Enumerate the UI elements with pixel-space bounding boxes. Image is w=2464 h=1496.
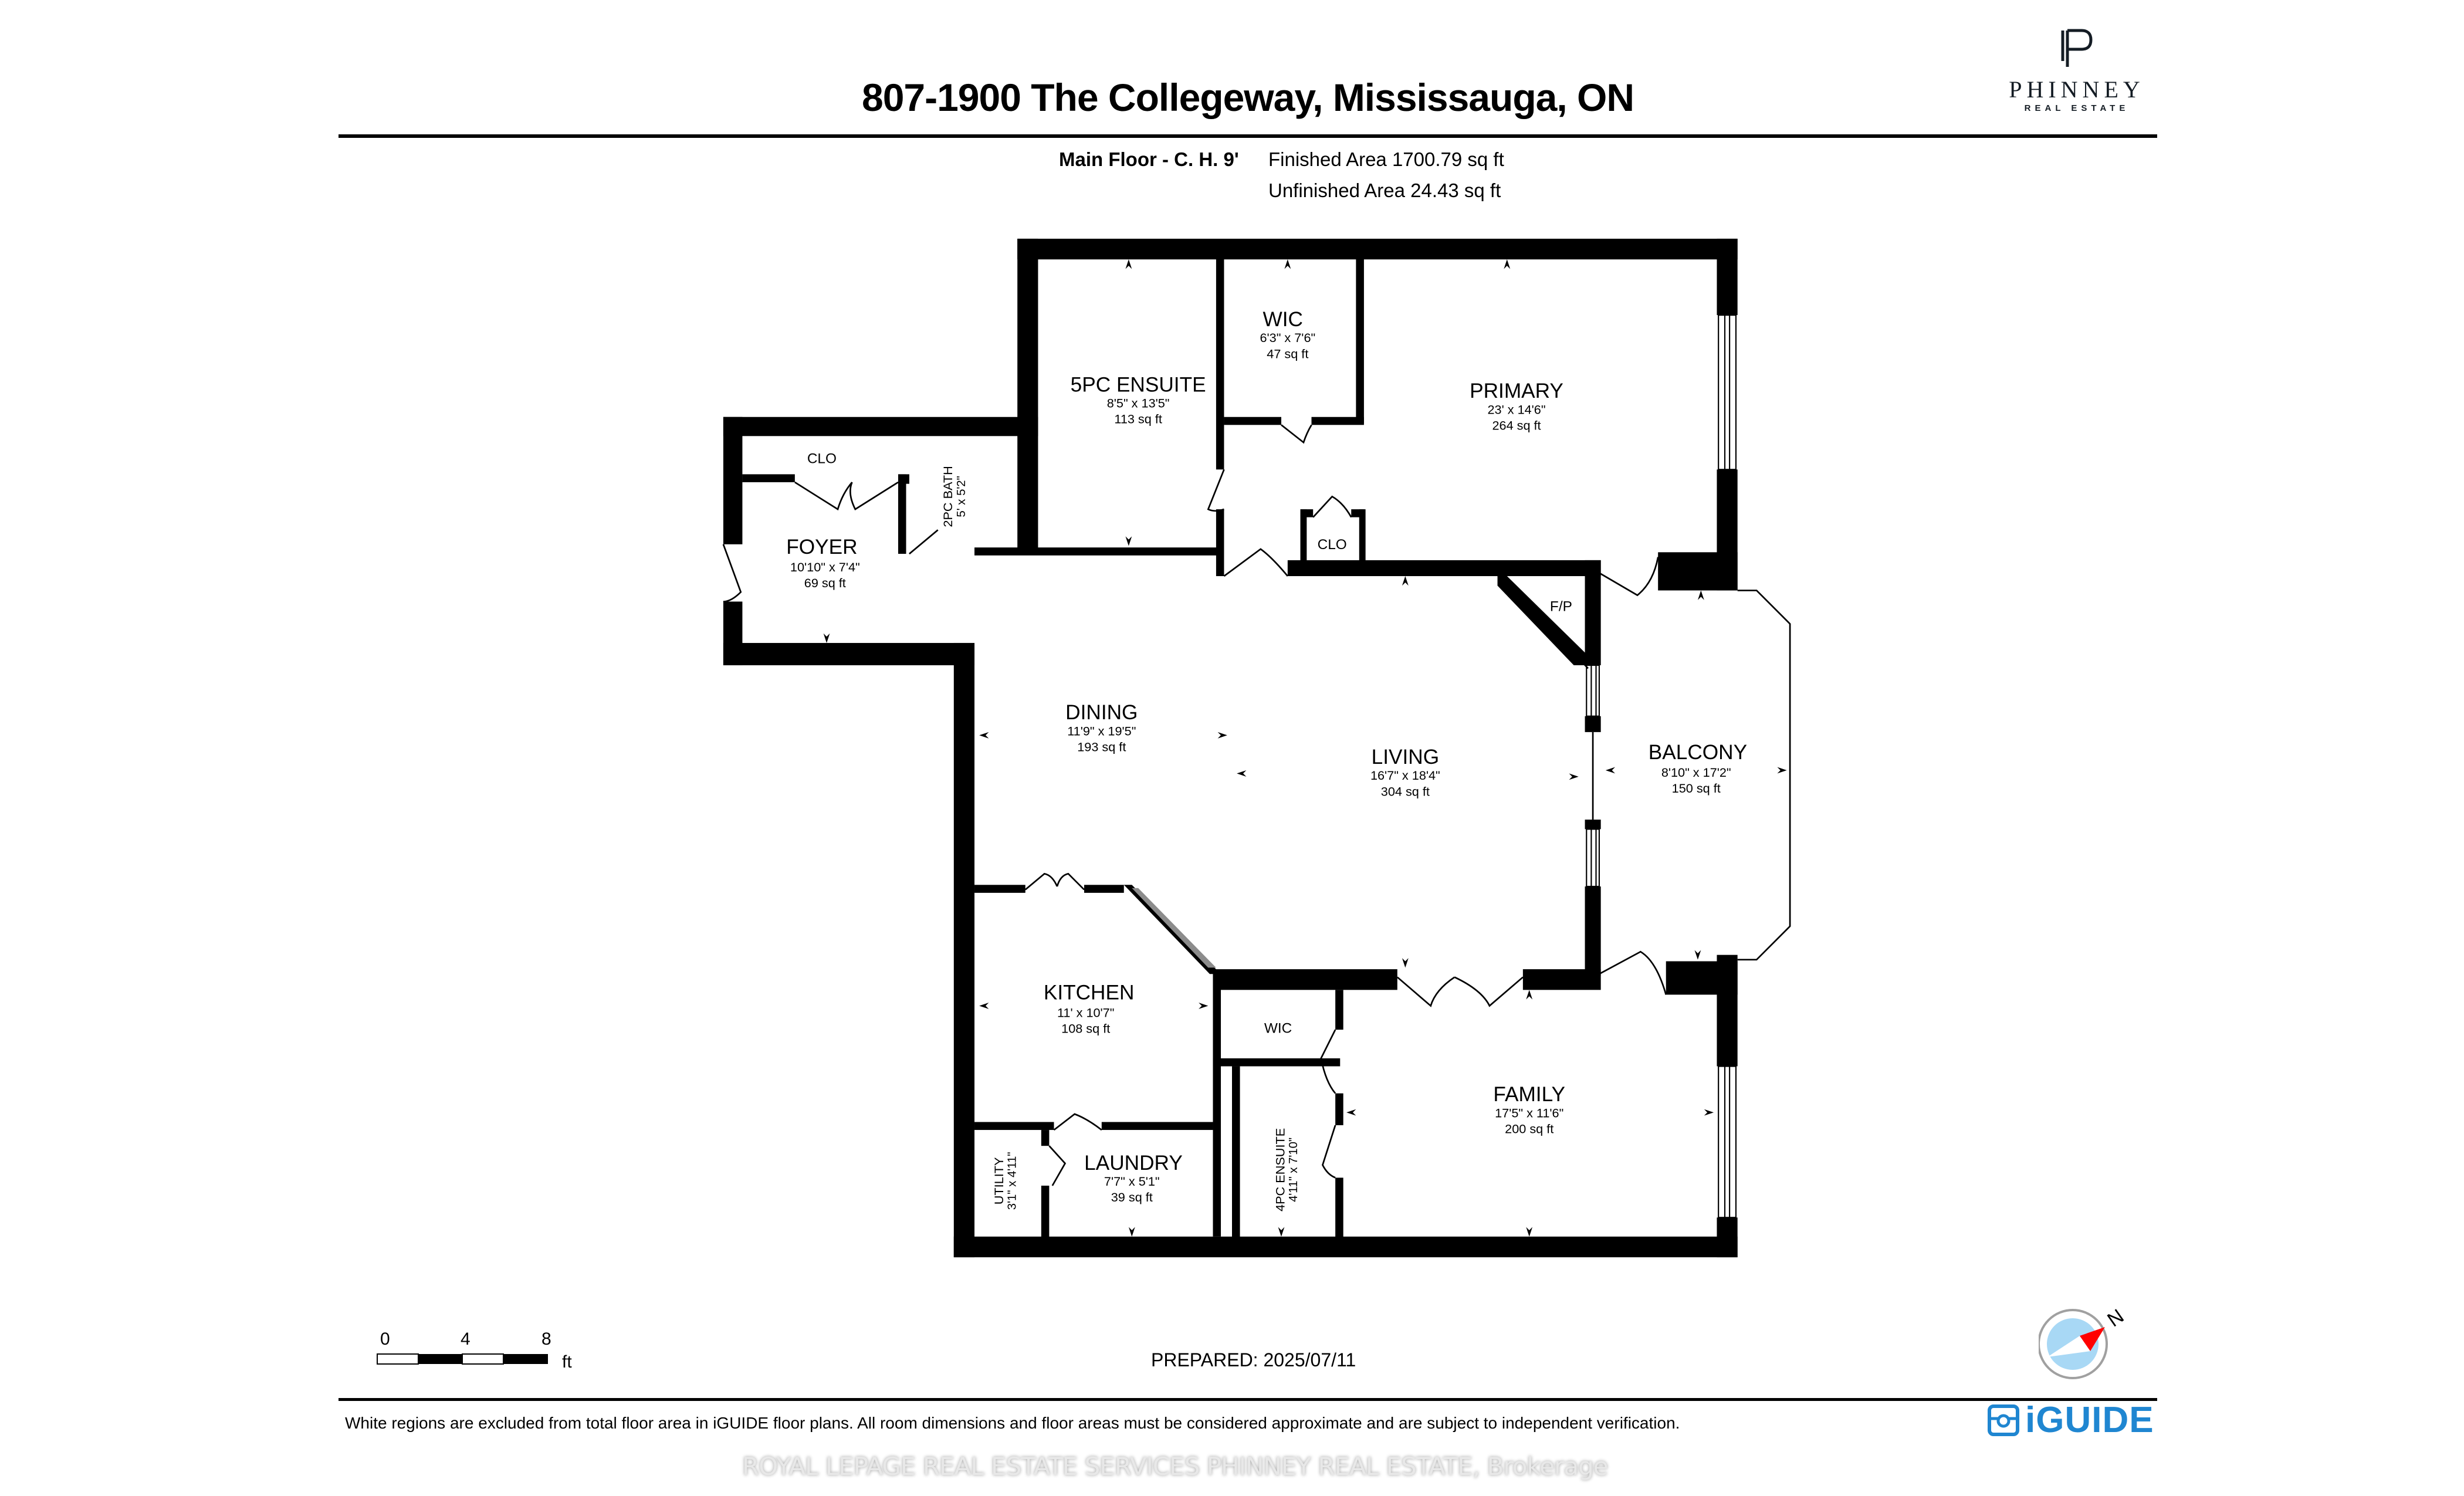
room-name: KITCHEN — [1044, 981, 1135, 1004]
footer-divider — [339, 1398, 2157, 1401]
room-name: FAMILY — [1493, 1083, 1565, 1106]
scale-tick-8: 8 — [541, 1329, 551, 1349]
room-area: 304 sq ft — [1381, 784, 1430, 798]
glass-partition — [1132, 888, 1216, 968]
iguide-camera-icon — [1988, 1404, 2019, 1436]
dimension-arrows — [823, 259, 1787, 1237]
header-divider — [339, 134, 2157, 138]
finished-area: Finished Area 1700.79 sq ft — [1268, 148, 1504, 170]
room-dims: 16'7" x 18'4" — [1370, 768, 1440, 783]
room-dims: 8'5" x 13'5" — [1107, 395, 1170, 410]
room-name: LIVING — [1372, 746, 1439, 769]
room-labels: 5PC ENSUITE 8'5" x 13'5" 113 sq ft WIC 6… — [786, 308, 1747, 1211]
room-name: 5PC ENSUITE — [1071, 373, 1206, 396]
compass-north-label: N — [2103, 1305, 2128, 1331]
unfinished-area: Unfinished Area 24.43 sq ft — [1268, 180, 1501, 201]
room-area: 150 sq ft — [1672, 781, 1721, 796]
room-dims: 7'7" x 5'1" — [1104, 1174, 1160, 1189]
iguide-brand-text: iGUIDE — [2025, 1400, 2154, 1440]
scale-tick-0: 0 — [380, 1329, 390, 1349]
iguide-logo: iGUIDE — [1988, 1399, 2154, 1441]
room-name: 4PC ENSUITE — [1272, 1128, 1287, 1211]
room-name: BALCONY — [1649, 741, 1747, 764]
logo-name: PHINNEY — [2009, 76, 2145, 103]
room-area: 200 sq ft — [1505, 1121, 1553, 1136]
page-title: 807-1900 The Collegeway, Mississauga, ON — [861, 76, 1634, 119]
room-area: 108 sq ft — [1061, 1021, 1110, 1036]
room-area: 193 sq ft — [1077, 739, 1126, 754]
windows — [1586, 314, 1737, 1219]
room-dims: 17'5" x 11'6" — [1495, 1105, 1563, 1120]
room-name: DINING — [1065, 701, 1138, 724]
room-dims: 11' x 10'7" — [1057, 1005, 1114, 1020]
disclaimer-text: White regions are excluded from total fl… — [345, 1414, 1680, 1432]
room-dims: 4'11" x 7'10" — [1287, 1138, 1300, 1202]
room-dims: 6'3" x 7'6" — [1260, 330, 1315, 345]
room-name: 2PC BATH — [940, 466, 955, 527]
room-name: F/P — [1550, 599, 1572, 615]
room-name: CLO — [807, 451, 837, 466]
room-name: FOYER — [786, 536, 857, 559]
phinney-logo: PHINNEY REAL ESTATE — [1989, 28, 2165, 122]
walls — [723, 238, 1738, 1258]
room-dims: 23' x 14'6" — [1487, 402, 1545, 417]
room-name: WIC — [1263, 308, 1302, 331]
scale-tick-4: 4 — [461, 1329, 471, 1349]
room-area: 69 sq ft — [804, 576, 846, 590]
room-name: CLO — [1318, 537, 1347, 553]
room-area: 47 sq ft — [1267, 346, 1308, 361]
room-dims: 5' x 5'2" — [955, 476, 968, 517]
room-dims: 3'1" x 4'11" — [1006, 1152, 1018, 1210]
floor-label: Main Floor - C. H. 9' — [1059, 148, 1239, 170]
room-dims: 8'10" x 17'2" — [1661, 765, 1731, 780]
doors-and-balcony — [722, 424, 1791, 1186]
room-area: 39 sq ft — [1111, 1190, 1153, 1204]
room-name: UTILITY — [991, 1157, 1006, 1205]
room-area: 113 sq ft — [1114, 412, 1162, 427]
scale-bar: 0 4 8 ft — [375, 1329, 587, 1385]
room-name: LAUNDRY — [1084, 1152, 1183, 1175]
logo-subtitle: REAL ESTATE — [2024, 103, 2130, 113]
scale-unit: ft — [562, 1352, 572, 1372]
room-dims: 11'9" x 19'5" — [1067, 723, 1136, 738]
room-area: 264 sq ft — [1492, 418, 1541, 432]
room-name: WIC — [1264, 1021, 1292, 1037]
room-dims: 10'10" x 7'4" — [790, 560, 860, 574]
room-name: PRIMARY — [1470, 380, 1563, 402]
brokerage-watermark: ROYAL LEPAGE REAL ESTATE SERVICES PHINNE… — [742, 1452, 1609, 1481]
prepared-date: PREPARED: 2025/07/11 — [1151, 1349, 1356, 1370]
pp-monogram-icon — [1989, 28, 2165, 76]
compass-icon: N — [2037, 1305, 2133, 1385]
